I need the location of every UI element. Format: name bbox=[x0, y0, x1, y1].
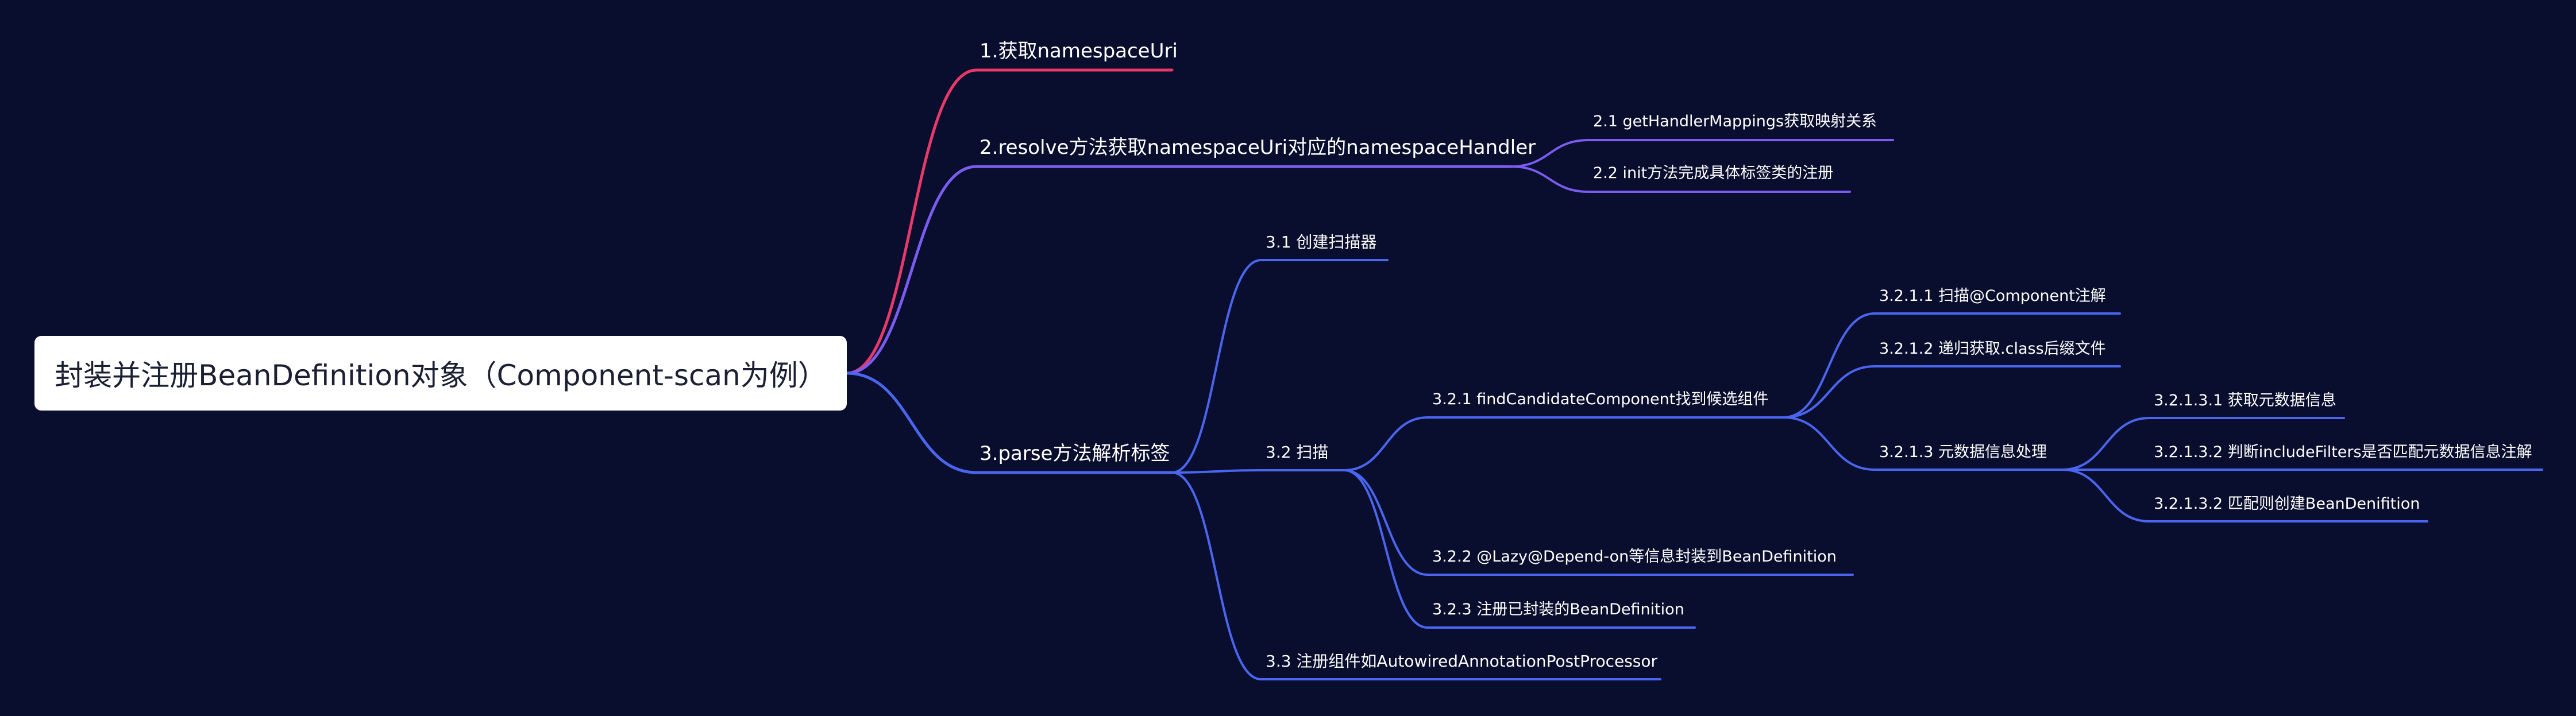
node-3-2-1-3-metadata-processing[interactable]: 3.2.1.3 元数据信息处理 bbox=[1879, 443, 2047, 461]
root-node[interactable]: 封装并注册BeanDefinition对象（Component-scan为例） bbox=[34, 336, 847, 411]
node-3-1-create-scanner[interactable]: 3.1 创建扫描器 bbox=[1266, 233, 1377, 251]
node-3-2-3-register-definition[interactable]: 3.2.3 注册已封装的BeanDefinition bbox=[1432, 601, 1684, 618]
node-3-2-1-2-recursive-class-files[interactable]: 3.2.1.2 递归获取.class后缀文件 bbox=[1879, 340, 2106, 358]
edge-root-to-3 bbox=[845, 371, 978, 474]
node-3-2-1-find-candidates[interactable]: 3.2.1 findCandidateComponent找到候选组件 bbox=[1432, 390, 1769, 408]
node-3-parse-tags[interactable]: 3.parse方法解析标签 bbox=[980, 442, 1170, 465]
edge-2-to-2-1 bbox=[1510, 139, 1590, 168]
edge-3-2-to-3-2-1 bbox=[1343, 416, 1429, 471]
node-2-2-init-register[interactable]: 2.2 init方法完成具体标签类的注册 bbox=[1593, 164, 1834, 182]
node-3-3-register-components[interactable]: 3.3 注册组件如AutowiredAnnotationPostProcesso… bbox=[1266, 652, 1658, 671]
node-3-2-1-3-3-create-bean[interactable]: 3.2.1.3.2 匹配则创建BeanDenifition bbox=[2154, 495, 2420, 513]
node-3-2-1-1-scan-component[interactable]: 3.2.1.1 扫描@Component注解 bbox=[1879, 287, 2106, 305]
node-2-1-get-handler-mappings[interactable]: 2.1 getHandlerMappings获取映射关系 bbox=[1593, 113, 1877, 130]
edge-3-2-1-to-3-2-1-1 bbox=[1783, 312, 1876, 419]
edge-3-2-to-3-2-2 bbox=[1343, 469, 1429, 576]
edge-3-2-to-3-2-3 bbox=[1343, 469, 1429, 629]
edge-3-to-3-1 bbox=[1171, 259, 1262, 474]
node-3-2-1-3-2-include-filters[interactable]: 3.2.1.3.2 判断includeFilters是否匹配元数据信息注解 bbox=[2154, 443, 2532, 461]
edge-3-2-1-to-3-2-1-3 bbox=[1783, 416, 1876, 471]
node-2-resolve-handler[interactable]: 2.resolve方法获取namespaceUri对应的namespaceHan… bbox=[980, 136, 1536, 159]
node-underlines bbox=[975, 68, 2543, 680]
edge-3-2-1-to-3-2-1-2 bbox=[1783, 365, 1876, 419]
connector-lines bbox=[845, 68, 2150, 680]
edge-3-2-1-3-to-3 bbox=[2061, 469, 2150, 523]
edge-3-to-3-3 bbox=[1171, 471, 1262, 680]
root-node-label: 封装并注册BeanDefinition对象（Component-scan为例） bbox=[55, 359, 827, 392]
edge-3-2-1-3-to-1 bbox=[2061, 417, 2150, 471]
edge-root-to-2 bbox=[845, 165, 978, 375]
node-3-2-1-3-1-get-metadata[interactable]: 3.2.1.3.1 获取元数据信息 bbox=[2154, 392, 2336, 409]
edge-3-to-3-2 bbox=[1171, 469, 1262, 474]
node-1-get-namespace-uri[interactable]: 1.获取namespaceUri bbox=[980, 40, 1178, 63]
node-3-2-scan[interactable]: 3.2 扫描 bbox=[1266, 443, 1329, 462]
node-3-2-2-lazy-depend-on[interactable]: 3.2.2 @Lazy@Depend-on等信息封装到BeanDefinitio… bbox=[1432, 548, 1837, 566]
edge-2-to-2-2 bbox=[1510, 165, 1590, 193]
edge-root-to-1 bbox=[845, 68, 978, 375]
